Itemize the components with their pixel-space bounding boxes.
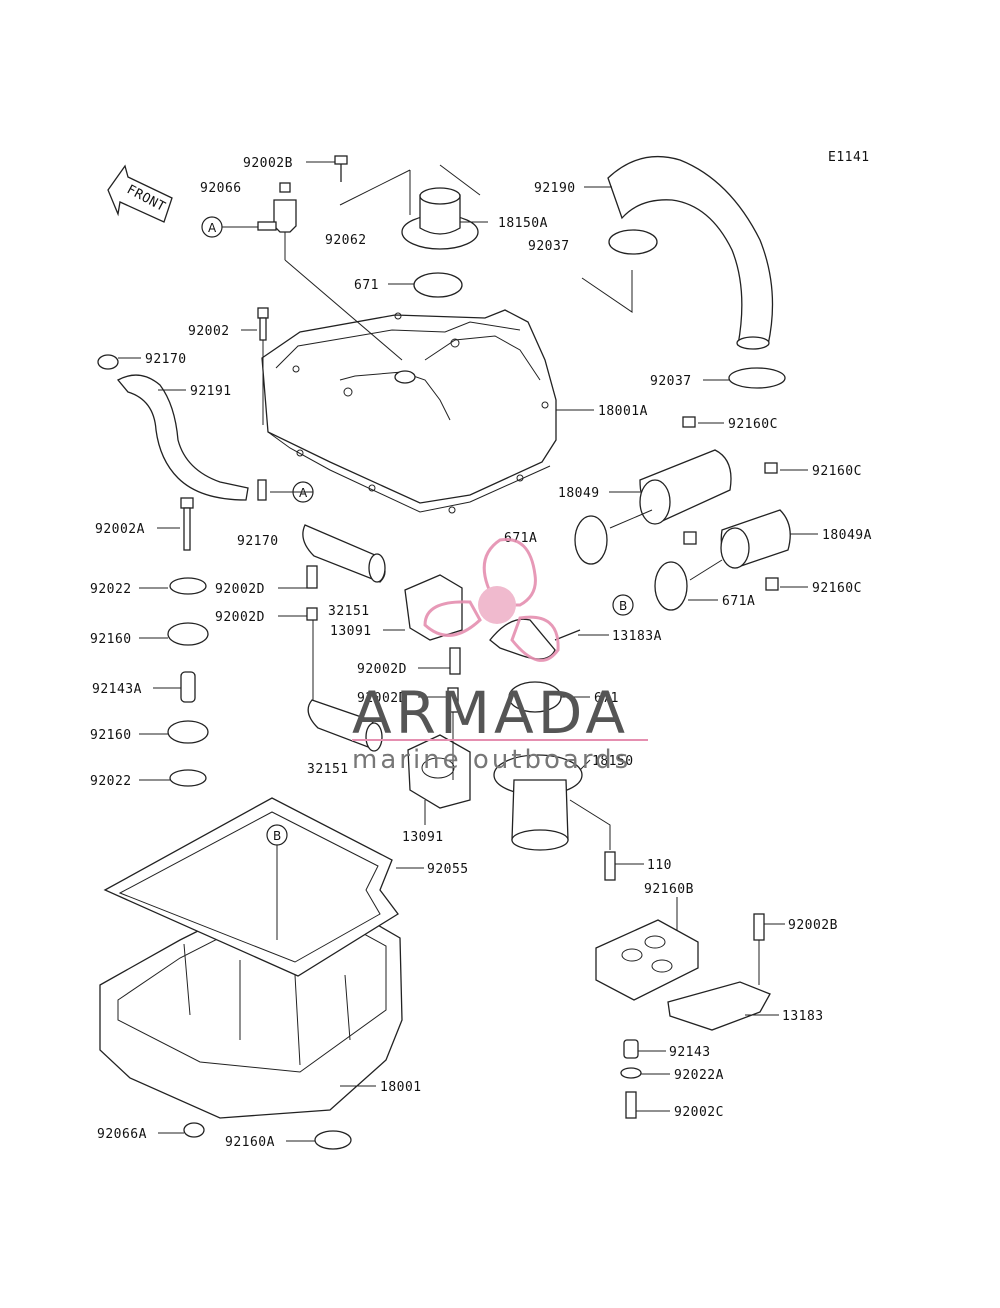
- engine-cover: [261, 309, 557, 514]
- callout-b-pan: B: [266, 824, 288, 846]
- upper-fittings: [257, 155, 403, 361]
- part-label: 92002C: [674, 1105, 724, 1120]
- callout-a-top: A: [201, 216, 223, 238]
- part-label: 18049A: [822, 528, 872, 543]
- svg-text:B: B: [273, 829, 281, 843]
- part-label: 92143: [669, 1045, 711, 1060]
- armada-logo: [423, 537, 560, 662]
- duct-18150: [493, 754, 611, 851]
- watermark-tagline: marine outboards: [352, 745, 631, 775]
- left-hose-group: [97, 307, 269, 501]
- part-label: 92191: [190, 384, 232, 399]
- hose-92190: [607, 155, 774, 350]
- part-label: 32151: [328, 604, 370, 619]
- part-label: 671A: [504, 531, 537, 546]
- part-label: 92022: [90, 582, 132, 597]
- part-label: 671: [594, 691, 619, 706]
- watermark-brand: ARMADA: [352, 679, 629, 747]
- bracket-13183A: [489, 618, 581, 660]
- clamp-92037-upper: [608, 229, 658, 255]
- part-label: 92002: [188, 324, 230, 339]
- flange-18150A: [339, 164, 481, 250]
- svg-text:A: A: [299, 486, 308, 500]
- part-label: 92066: [200, 181, 242, 196]
- part-label: 92002D: [215, 610, 265, 625]
- part-label: 671: [354, 278, 379, 293]
- bolt-110: [604, 851, 616, 881]
- part-label: 92055: [427, 862, 469, 877]
- part-label: 92160C: [812, 581, 862, 596]
- part-label: 92002D: [357, 691, 407, 706]
- o-ring-671a-1: [574, 515, 608, 565]
- propeller-icon: [423, 537, 560, 662]
- part-label: 92160B: [644, 882, 694, 897]
- part-label: 18001A: [598, 404, 648, 419]
- part-label: 671A: [722, 594, 755, 609]
- part-label: 92002B: [788, 918, 838, 933]
- clamp-92037-lower: [728, 367, 786, 389]
- part-label: 13091: [330, 624, 372, 639]
- part-labels: 92002B 92066 92062 18150A 92190 92037 67…: [90, 156, 872, 1150]
- part-label: 13091: [402, 830, 444, 845]
- part-label: 92002B: [243, 156, 293, 171]
- part-label: 92022A: [674, 1068, 724, 1083]
- intake-tubes: [609, 416, 791, 591]
- part-label: 92190: [534, 181, 576, 196]
- part-label: 92160C: [812, 464, 862, 479]
- part-label: 92143A: [92, 682, 142, 697]
- o-ring-671a-2: [654, 561, 688, 611]
- part-label: 13183A: [612, 629, 662, 644]
- part-label: 18150: [592, 754, 634, 769]
- front-arrow-icon: FRONT: [107, 164, 173, 223]
- part-label: 18150A: [498, 216, 548, 231]
- leader-lines: [118, 161, 818, 1142]
- part-label: 92170: [237, 534, 279, 549]
- part-label: 110: [647, 858, 672, 873]
- part-label: 92002A: [95, 522, 145, 537]
- mount-block: [595, 913, 771, 1119]
- part-label: 18001: [380, 1080, 422, 1095]
- part-label: 92160: [90, 632, 132, 647]
- bolt-92002d-a: [449, 647, 461, 675]
- part-label: 92160: [90, 728, 132, 743]
- oil-pan: [99, 797, 403, 1150]
- callout-b-right: B: [612, 594, 634, 616]
- mount-stack-left: [167, 497, 209, 787]
- diagram-code: E1141: [828, 150, 870, 165]
- part-label: 92002D: [215, 582, 265, 597]
- part-label: 92022: [90, 774, 132, 789]
- part-label: 92160A: [225, 1135, 275, 1150]
- part-label: 92066A: [97, 1127, 147, 1142]
- part-label: 92062: [325, 233, 367, 248]
- part-label: 32151: [307, 762, 349, 777]
- part-label: 18049: [558, 486, 600, 501]
- o-ring-671-upper: [413, 272, 463, 298]
- svg-text:B: B: [619, 599, 627, 613]
- part-label: 92160C: [728, 417, 778, 432]
- svg-text:A: A: [208, 221, 217, 235]
- part-label: 92037: [650, 374, 692, 389]
- part-label: 92037: [528, 239, 570, 254]
- part-label: 92002D: [357, 662, 407, 677]
- part-label: 13183: [782, 1009, 824, 1024]
- part-label: 92170: [145, 352, 187, 367]
